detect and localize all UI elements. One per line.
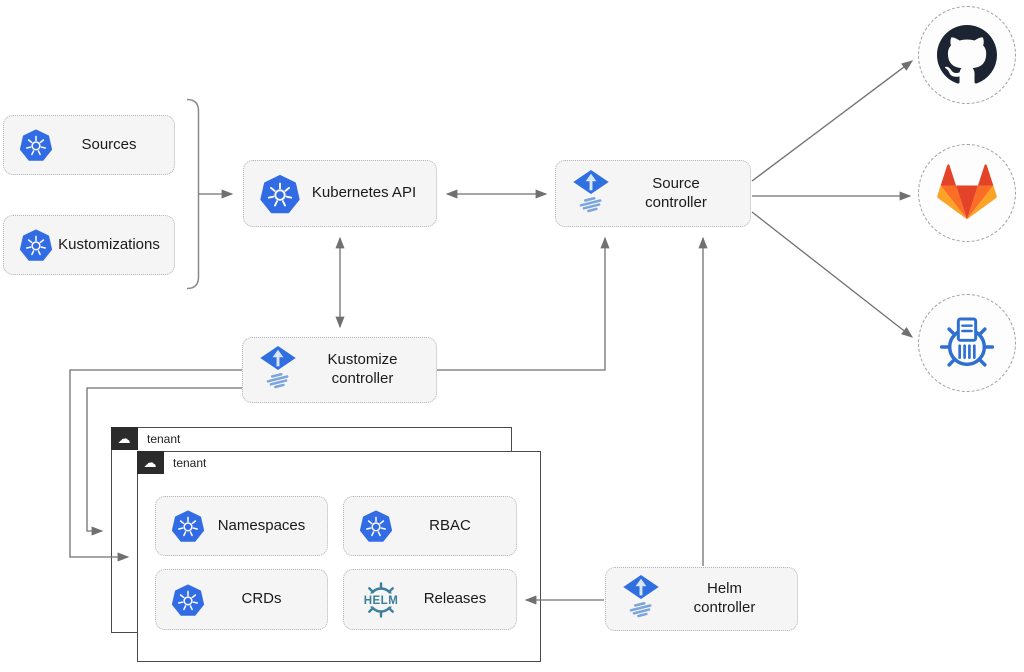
sources-node: Sources xyxy=(3,115,175,175)
cloud-icon: ☁ xyxy=(110,426,138,450)
cloud-icon: ☁ xyxy=(136,450,164,474)
tenant-inner-box: ☁ tenant xyxy=(136,450,541,662)
flux-icon xyxy=(620,574,662,624)
flux-icon xyxy=(257,345,299,395)
flux-icon xyxy=(570,169,612,219)
kubernetes-api-node: Kubernetes API xyxy=(243,160,437,227)
crds-node: CRDs xyxy=(155,569,328,630)
helm-controller-label: Helm controller xyxy=(693,580,756,616)
github-icon xyxy=(937,25,997,84)
helm-controller-node: Helm controller xyxy=(605,567,798,631)
sources-label: Sources xyxy=(81,135,137,153)
source-controller-label: Source controller xyxy=(645,174,707,211)
tenant-inner-label: tenant xyxy=(173,456,207,470)
rbac-node: RBAC xyxy=(343,496,517,556)
arrow-source-to-github xyxy=(751,60,914,182)
kubernetes-api-label: Kubernetes API xyxy=(311,184,417,202)
rbac-label: RBAC xyxy=(429,516,471,534)
kubernetes-icon xyxy=(18,127,54,163)
crd-group-bracket xyxy=(186,98,200,290)
arrow-kustomize-to-source xyxy=(437,236,610,371)
crds-label: CRDs xyxy=(241,590,282,608)
kubernetes-icon xyxy=(258,172,302,216)
namespaces-label: Namespaces xyxy=(217,516,306,534)
helm-logo-text: HELM xyxy=(364,595,399,607)
arrow-source-to-helm-repository xyxy=(751,211,914,338)
github-remote xyxy=(918,6,1016,104)
helm-repository-icon xyxy=(939,317,995,367)
kubernetes-icon xyxy=(170,582,206,618)
releases-node: HELM Releases xyxy=(343,569,517,630)
helm-repository-remote xyxy=(918,294,1016,392)
kustomize-controller-label: Kustomize controller xyxy=(327,351,398,387)
namespaces-node: Namespaces xyxy=(155,496,328,556)
kustomize-controller-node: Kustomize controller xyxy=(242,337,437,403)
releases-label: Releases xyxy=(423,590,487,608)
kustomizations-label: Kustomizations xyxy=(58,235,160,253)
gitlab-remote xyxy=(918,144,1016,242)
helm-icon: HELM xyxy=(358,577,404,623)
kubernetes-icon xyxy=(358,508,394,544)
kubernetes-icon xyxy=(18,227,54,263)
kubernetes-icon xyxy=(170,508,206,544)
tenant-outer-label: tenant xyxy=(147,432,181,446)
gitlab-icon xyxy=(937,164,997,220)
source-controller-node: Source controller xyxy=(555,160,751,227)
kustomizations-node: Kustomizations xyxy=(3,215,175,275)
